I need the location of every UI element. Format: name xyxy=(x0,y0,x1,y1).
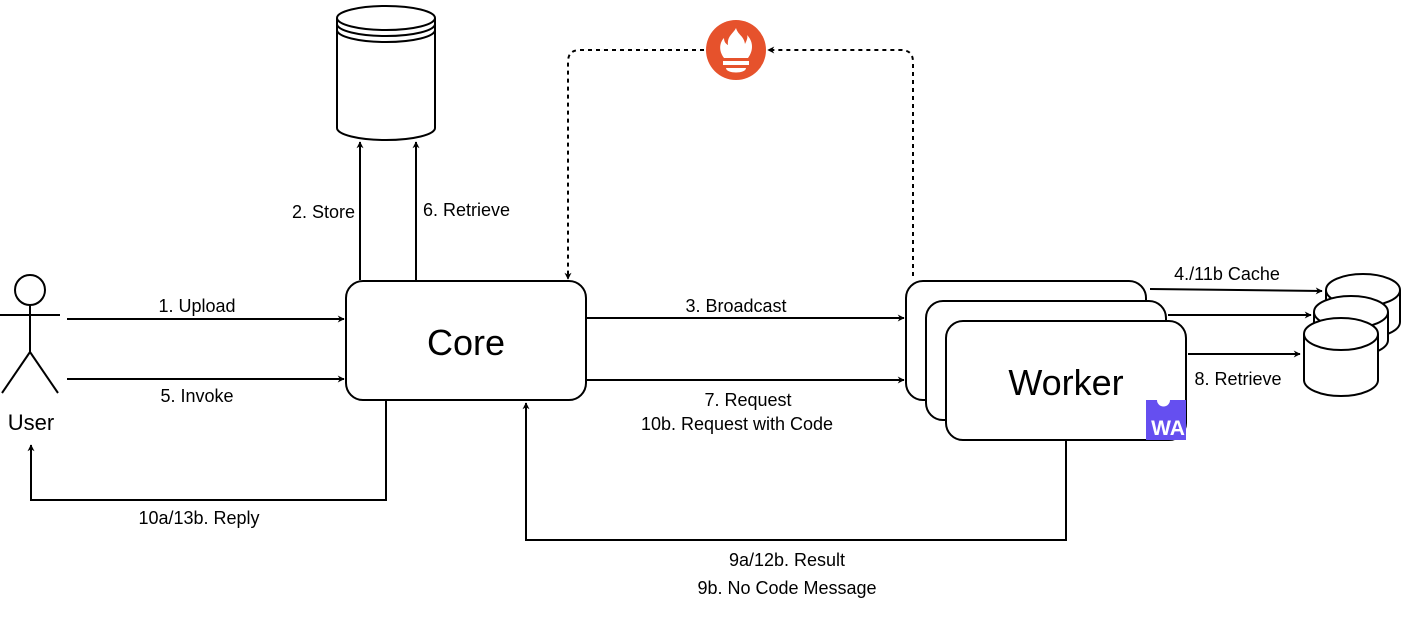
edge-metrics-feed xyxy=(564,49,704,280)
worker-node xyxy=(945,320,1187,441)
user-label: User xyxy=(8,410,54,435)
edge-result xyxy=(522,402,1067,541)
label-reply: 10a/13b. Reply xyxy=(138,508,259,528)
label-request-with-code: 10b. Request with Code xyxy=(641,414,833,434)
prometheus-icon xyxy=(706,20,766,80)
edge-metrics-scrape xyxy=(767,46,914,276)
webassembly-icon: WA xyxy=(1146,400,1186,440)
label-no-code: 9b. No Code Message xyxy=(697,578,876,598)
core-label: Core xyxy=(427,322,505,363)
edge-cache xyxy=(1149,287,1323,295)
label-store: 2. Store xyxy=(292,202,355,222)
user-actor xyxy=(0,274,60,394)
core-node xyxy=(345,280,587,401)
label-invoke: 5. Invoke xyxy=(160,386,233,406)
wasm-badge-label: WA xyxy=(1151,417,1185,440)
worker-label: Worker xyxy=(1008,362,1123,403)
cache-cylinders-icon xyxy=(1303,273,1401,397)
label-result: 9a/12b. Result xyxy=(729,550,845,570)
edge-reply xyxy=(27,401,387,501)
label-request: 7. Request xyxy=(704,390,791,410)
label-cache: 4./11b Cache xyxy=(1174,264,1280,284)
label-retrieve-storage: 6. Retrieve xyxy=(423,200,510,220)
label-broadcast: 3. Broadcast xyxy=(685,296,786,316)
database-cylinder-icon xyxy=(336,5,436,141)
label-retrieve-cache: 8. Retrieve xyxy=(1194,369,1281,389)
worker-stack xyxy=(905,280,1187,441)
label-upload: 1. Upload xyxy=(158,296,235,316)
